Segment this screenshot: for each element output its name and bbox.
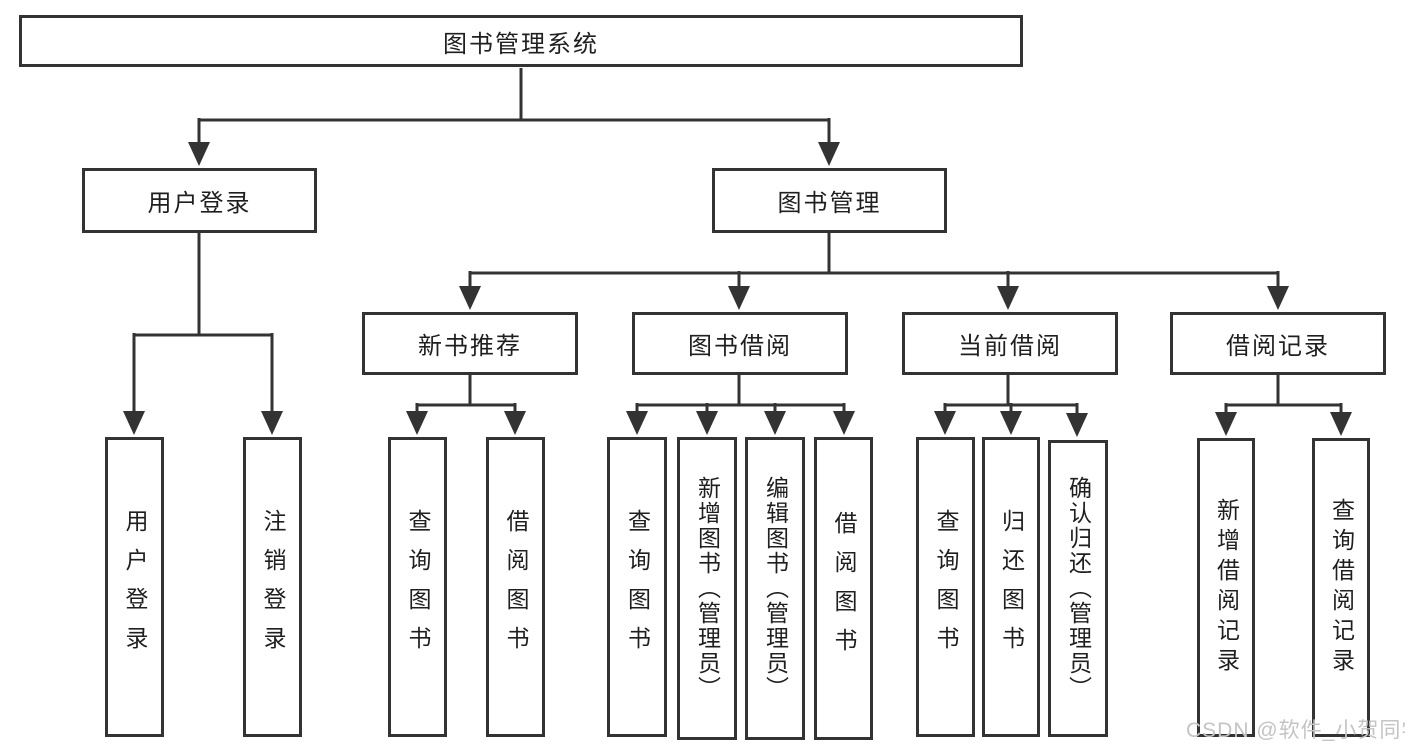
leaf-borrow-books-borrowing: 借阅图书 [814,437,873,740]
arrow-down-icon [1000,411,1022,435]
arrow-down-icon [764,411,786,435]
arrow-down-icon [504,411,526,435]
arrow-down-icon [818,142,840,166]
arrow-down-icon [261,411,283,435]
leaf-search-books-borrowing: 查询图书 [607,437,667,737]
leaf-logout: 注销登录 [243,437,302,737]
arrow-down-icon [459,286,481,310]
node-borrowing-records: 借阅记录 [1170,312,1386,375]
arrow-down-icon [123,411,145,435]
node-book-management-system: 图书管理系统 [19,15,1023,67]
arrow-down-icon [1330,412,1352,436]
leaf-search-borrow-record: 查询借阅记录 [1312,438,1370,737]
arrow-down-icon [188,142,210,166]
leaf-return-books: 归还图书 [982,437,1040,737]
leaf-user-login: 用户登录 [105,437,164,737]
node-book-management: 图书管理 [712,168,947,233]
leaf-search-books-recommend: 查询图书 [388,437,447,737]
arrow-down-icon [406,411,428,435]
leaf-search-books-current: 查询图书 [916,437,975,737]
arrowhead-group [123,142,1352,437]
leaf-borrow-books-recommend: 借阅图书 [486,437,545,737]
arrow-down-icon [997,286,1019,310]
arrow-down-icon [1066,413,1088,437]
watermark: CSDN @软件_小贺同学 [1186,719,1405,742]
leaf-edit-book-admin: 编辑图书（管理员） [745,437,805,740]
arrow-down-icon [934,411,956,435]
leaf-add-book-admin: 新增图书（管理员） [677,437,737,740]
arrow-down-icon [728,286,750,310]
arrow-down-icon [696,411,718,435]
node-book-borrowing: 图书借阅 [632,312,848,375]
arrow-down-icon [1215,412,1237,436]
node-user-login: 用户登录 [82,168,317,233]
node-new-book-recommendation: 新书推荐 [362,312,578,375]
arrow-down-icon [833,411,855,435]
arrow-down-icon [1267,286,1289,310]
leaf-add-borrow-record: 新增借阅记录 [1197,438,1255,737]
arrow-down-icon [626,411,648,435]
node-current-borrowing: 当前借阅 [902,312,1118,375]
leaf-confirm-return-admin: 确认归还（管理员） [1048,440,1108,737]
